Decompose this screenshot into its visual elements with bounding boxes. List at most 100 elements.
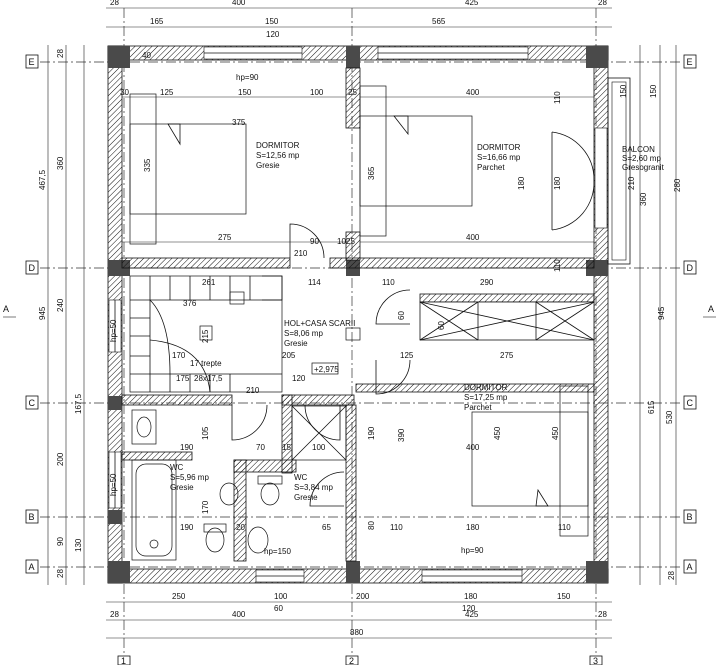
room-area-hol: S=8,06 mp: [284, 329, 323, 338]
svg-text:110: 110: [558, 523, 571, 532]
grid-label-e-right: E: [687, 57, 693, 67]
svg-text:400: 400: [232, 610, 246, 619]
svg-text:150: 150: [619, 84, 628, 98]
balcony: [607, 77, 631, 265]
svg-text:90: 90: [56, 537, 65, 546]
grid-label-c-right: C: [687, 398, 694, 408]
svg-text:360: 360: [56, 156, 65, 170]
inner-dimensions: 125 150 100 25 400 30 40 375 275 90 210 …: [120, 51, 648, 532]
svg-text:450: 450: [551, 426, 560, 440]
svg-text:40: 40: [142, 51, 151, 60]
svg-text:120: 120: [292, 374, 306, 383]
room-name-dormitor-1: DORMITOR: [256, 141, 300, 150]
svg-text:280: 280: [673, 178, 682, 192]
svg-text:80: 80: [367, 521, 376, 530]
svg-text:110: 110: [390, 523, 403, 532]
room-name-wc-1: WC: [170, 463, 184, 472]
svg-text:28: 28: [110, 610, 119, 619]
annotations: hp=90 hp=90 hp=150 hp=50 hp=50 +2,975: [109, 73, 484, 556]
doors: [231, 131, 595, 507]
interior-walls: [121, 67, 595, 562]
svg-text:467,5: 467,5: [38, 169, 47, 190]
svg-text:290: 290: [480, 278, 494, 287]
grid-label-d-right: D: [687, 263, 694, 273]
svg-text:28: 28: [110, 0, 119, 7]
svg-text:130: 130: [74, 538, 83, 552]
svg-text:110: 110: [553, 91, 562, 104]
svg-text:180: 180: [466, 523, 480, 532]
grid-label-c-left: C: [29, 398, 36, 408]
svg-text:60: 60: [274, 604, 283, 613]
room-floor-balcon: Gresogranit: [622, 163, 665, 172]
svg-text:17 trepte: 17 trepte: [190, 359, 222, 368]
svg-text:180: 180: [464, 592, 478, 601]
svg-text:275: 275: [500, 351, 514, 360]
svg-text:400: 400: [466, 443, 480, 452]
staircase: [129, 275, 283, 393]
svg-text:25: 25: [348, 88, 357, 97]
svg-text:275: 275: [218, 233, 232, 242]
svg-text:20: 20: [236, 523, 245, 532]
svg-text:28: 28: [598, 0, 607, 7]
svg-text:28: 28: [598, 610, 607, 619]
svg-text:28: 28: [56, 49, 65, 58]
section-mark-right: A: [708, 304, 714, 314]
svg-text:30: 30: [120, 88, 129, 97]
exterior-walls: [107, 45, 609, 584]
svg-text:240: 240: [56, 298, 65, 312]
room-floor-dormitor-3: Parchet: [464, 403, 492, 412]
hp-bottom-label: hp=90: [461, 546, 484, 555]
svg-text:215: 215: [201, 329, 210, 343]
svg-text:261: 261: [202, 278, 216, 287]
svg-text:125: 125: [400, 351, 414, 360]
room-labels: DORMITOR S=12,56 mp Gresie DORMITOR S=16…: [170, 141, 665, 502]
svg-text:375: 375: [232, 118, 246, 127]
svg-text:110: 110: [382, 278, 395, 287]
svg-text:615: 615: [647, 400, 656, 414]
room-name-wc-2: WC: [294, 473, 308, 482]
svg-text:100: 100: [312, 443, 326, 452]
svg-text:365: 365: [367, 166, 376, 180]
svg-text:60: 60: [397, 311, 406, 320]
room-area-balcon: S=2,60 mp: [622, 154, 661, 163]
svg-text:70: 70: [256, 443, 265, 452]
svg-text:425: 425: [465, 0, 479, 7]
grid-label-b-right: B: [687, 512, 693, 522]
furniture: [129, 85, 589, 561]
svg-text:360: 360: [639, 192, 648, 206]
hp-left-label: hp=50: [109, 319, 118, 342]
level-label: +2,975: [314, 365, 339, 374]
svg-text:15: 15: [282, 443, 291, 452]
svg-text:565: 565: [432, 17, 446, 26]
grid-label-e-left: E: [29, 57, 35, 67]
svg-text:335: 335: [143, 158, 152, 172]
hp-wc-label: hp=150: [264, 547, 291, 556]
grid-label-3: 3: [593, 656, 598, 665]
svg-text:120: 120: [266, 30, 280, 39]
room-name-dormitor-2: DORMITOR: [477, 143, 521, 152]
hp-left-label-2: hp=50: [109, 473, 118, 496]
svg-text:150: 150: [238, 88, 252, 97]
svg-text:170: 170: [172, 351, 186, 360]
svg-text:880: 880: [350, 628, 364, 637]
svg-text:180: 180: [553, 176, 562, 190]
svg-text:250: 250: [172, 592, 186, 601]
room-area-wc-1: S=5,96 mp: [170, 473, 209, 482]
room-area-dormitor-3: S=17,25 mp: [464, 393, 508, 402]
bottom-dimensions: 250 100 200 180 150 28 400 425 28 60 120…: [106, 592, 612, 639]
room-floor-wc-1: Gresie: [170, 483, 194, 492]
svg-text:210: 210: [627, 176, 636, 190]
grid-label-b-left: B: [29, 512, 35, 522]
top-dimensions: 28 400 425 28 165 150 565 120: [106, 0, 612, 39]
svg-text:150: 150: [557, 592, 571, 601]
svg-text:28: 28: [56, 569, 65, 578]
svg-text:400: 400: [232, 0, 246, 7]
svg-text:25: 25: [346, 237, 355, 246]
room-name-balcon: BALCON: [622, 145, 655, 154]
svg-text:120: 120: [462, 604, 476, 613]
svg-text:400: 400: [466, 88, 480, 97]
svg-text:945: 945: [657, 306, 666, 320]
room-name-hol: HOL+CASA SCARII: [284, 319, 355, 328]
